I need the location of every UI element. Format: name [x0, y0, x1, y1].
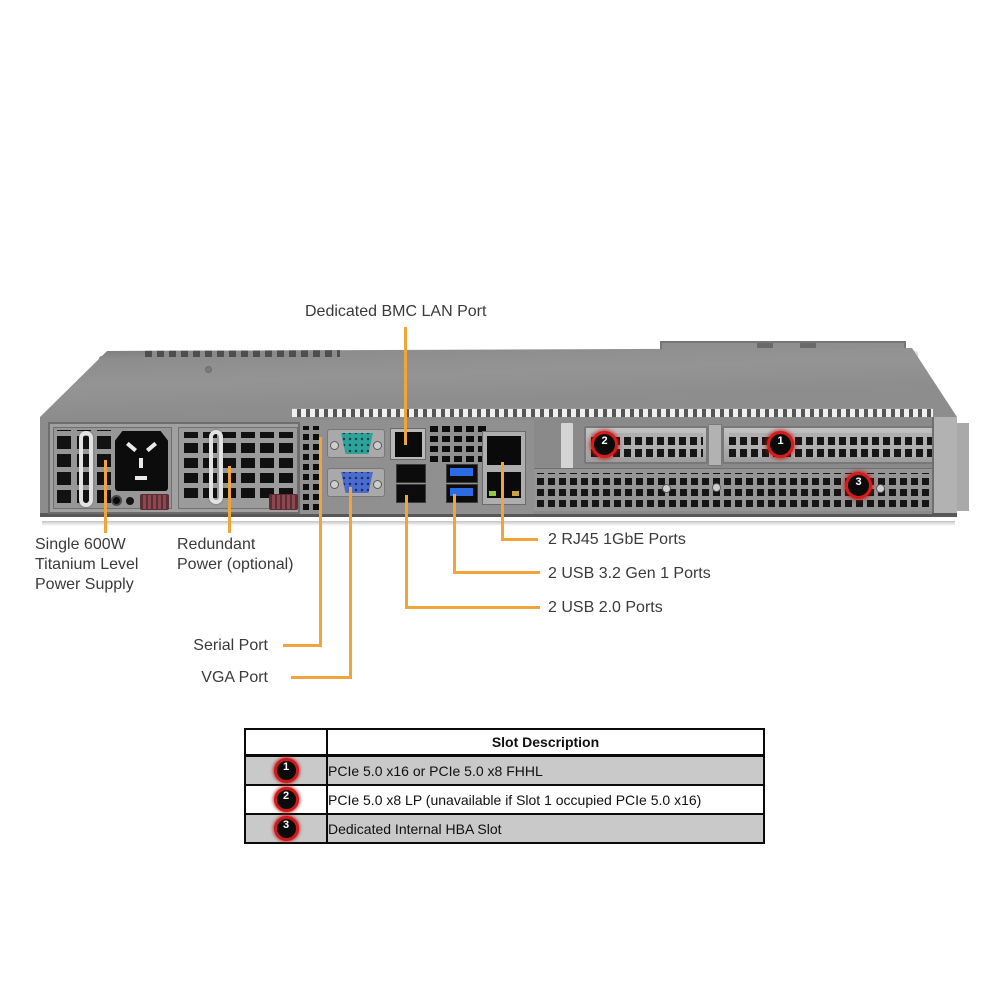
- callout-line-serial-v: [319, 437, 322, 647]
- power-supply-module: [53, 427, 172, 510]
- callout-line-redundant: [228, 466, 231, 533]
- serial-db9-connector: [341, 433, 373, 454]
- tray-cutout: [757, 343, 773, 348]
- screw-icon: [712, 483, 721, 492]
- chassis-rear-face: [40, 417, 969, 517]
- slot-divider-bracket: [708, 424, 722, 466]
- callout-line-vga-h: [291, 676, 352, 679]
- screw-icon: [373, 480, 382, 489]
- slot1-vent-holes: [729, 433, 938, 457]
- redundant-vent-grid: [184, 432, 294, 498]
- usb3-tongue: [450, 488, 473, 496]
- screw-icon: [330, 441, 339, 450]
- row-badge-cell: 2: [244, 784, 328, 815]
- label-redundant-power: Redundant Power (optional): [177, 536, 294, 573]
- callout-line-usb2-h: [405, 606, 540, 609]
- serial-port[interactable]: [327, 429, 385, 458]
- lan-led-green: [489, 491, 496, 496]
- redundant-power-bay: [178, 427, 298, 510]
- expansion-area: [534, 419, 969, 514]
- rj45-lan-ports[interactable]: [482, 431, 526, 505]
- vga-port[interactable]: [327, 468, 385, 497]
- usb2-port-top[interactable]: [396, 464, 426, 483]
- pcie-slot1-cover: [722, 426, 943, 464]
- bmc-lan-port[interactable]: [390, 428, 426, 460]
- callout-line-bmc: [404, 327, 407, 445]
- table-row: 3 Dedicated Internal HBA Slot: [244, 813, 765, 844]
- ac-pin: [139, 458, 143, 468]
- table-header-row: Slot Description: [244, 728, 765, 757]
- usb3-tongue: [450, 468, 473, 476]
- rj45-jack-top: [487, 436, 521, 465]
- screw-icon: [330, 480, 339, 489]
- chassis-top-lid: [40, 348, 957, 417]
- table-badge-1: 1: [273, 758, 299, 783]
- callout-line-usb2-v: [405, 495, 408, 609]
- redundant-latch[interactable]: [269, 494, 298, 510]
- screw-icon: [373, 441, 382, 450]
- slot3-badge: 3: [845, 472, 872, 499]
- header-slot-description: Slot Description: [326, 728, 765, 757]
- table-badge-2: 2: [273, 787, 299, 812]
- callout-line-serial-h: [283, 644, 322, 647]
- label-psu: Single 600W Titanium Level Power Supply: [35, 536, 139, 593]
- row-badge-cell: 3: [244, 813, 328, 844]
- io-vent-grid: [430, 426, 490, 462]
- label-usb2-ports: 2 USB 2.0 Ports: [548, 599, 663, 616]
- ac-pin: [135, 476, 147, 480]
- psu-handle[interactable]: [79, 431, 93, 507]
- label-bmc-lan-port: Dedicated BMC LAN Port: [305, 303, 487, 320]
- callout-line-usb3-v: [453, 494, 456, 574]
- usb3-port-bottom[interactable]: [446, 484, 478, 503]
- psu-latch[interactable]: [140, 494, 169, 510]
- lan-led-amber: [512, 491, 519, 496]
- io-panel: [300, 420, 536, 514]
- ac-pin: [146, 441, 157, 453]
- table-row: 2 PCIe 5.0 x8 LP (unavailable if Slot 1 …: [244, 784, 765, 815]
- usb3-port-top[interactable]: [446, 464, 478, 483]
- label-vga-port: VGA Port: [201, 669, 268, 686]
- io-vent-column: [303, 426, 321, 510]
- row-desc-cell: PCIe 5.0 x8 LP (unavailable if Slot 1 oc…: [326, 784, 765, 815]
- redundant-handle[interactable]: [209, 430, 223, 504]
- chassis-shadow: [42, 521, 955, 526]
- usb2-port-bottom[interactable]: [396, 484, 426, 503]
- callout-line-rj45-v: [501, 462, 504, 541]
- ac-pin: [126, 441, 137, 453]
- riser-bracket-left: [560, 422, 574, 470]
- callout-line-usb3-h: [453, 571, 540, 574]
- tray-cutout: [800, 343, 816, 348]
- callout-line-vga-v: [349, 487, 352, 679]
- row-desc-cell: PCIe 5.0 x16 or PCIe 5.0 x8 FHHL: [326, 754, 765, 786]
- psu-button[interactable]: [111, 495, 122, 506]
- rj45-jack-bottom: [487, 472, 521, 498]
- table-badge-3: 3: [273, 816, 299, 841]
- lid-vent-strip: [145, 350, 340, 357]
- callout-line-rj45-h: [501, 538, 538, 541]
- right-rail: [932, 417, 957, 513]
- bottom-vent-strip: [534, 468, 932, 511]
- lid-screw-mark: [205, 366, 212, 373]
- screw-icon: [662, 484, 671, 493]
- ac-inlet-c14[interactable]: [115, 431, 168, 491]
- row-desc-cell: Dedicated Internal HBA Slot: [326, 813, 765, 844]
- header-badge-column: [244, 728, 328, 757]
- table-row: 1 PCIe 5.0 x16 or PCIe 5.0 x8 FHHL: [244, 754, 765, 786]
- row-badge-cell: 1: [244, 754, 328, 786]
- slot-description-table: Slot Description 1 PCIe 5.0 x16 or PCIe …: [244, 728, 765, 844]
- bmc-rj45-jack: [395, 432, 422, 457]
- vga-db15-connector: [341, 472, 373, 493]
- label-usb3-ports: 2 USB 3.2 Gen 1 Ports: [548, 565, 711, 582]
- power-bay-frame: [48, 422, 300, 514]
- serrated-edge: [292, 408, 933, 417]
- callout-line-psu: [104, 460, 107, 533]
- screw-icon: [876, 484, 885, 493]
- slot2-badge: 2: [591, 431, 618, 458]
- label-rj45-ports: 2 RJ45 1GbE Ports: [548, 531, 686, 548]
- psu-led: [126, 497, 134, 505]
- slot1-badge: 1: [767, 431, 794, 458]
- label-serial-port: Serial Port: [193, 637, 268, 654]
